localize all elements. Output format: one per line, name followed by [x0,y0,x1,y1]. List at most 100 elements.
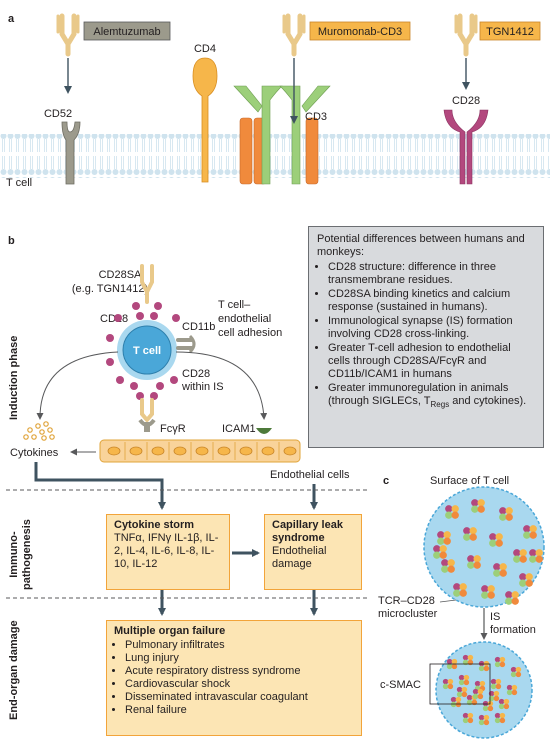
microcluster-dot [483,665,490,672]
microcluster-dot [505,507,513,515]
microcluster-dot [525,573,533,581]
microcluster-dot [499,569,507,577]
muromonab-tag [309,21,411,41]
microcluster-dot [478,665,485,672]
microcluster-dot [499,507,507,515]
note-title: Potential differences between humans and… [317,233,525,258]
cd28-b-label: CD28 [100,313,128,325]
adhesion-label-3: cell adhesion [218,327,282,339]
microcluster-dot [483,714,490,721]
phase-induction-label: Induction phase [8,335,20,420]
microcluster-dot [495,539,503,547]
microcluster-dot [523,525,531,533]
multiple-organ-failure-box: Multiple organ failure Pulmonary infiltr… [106,620,362,736]
microcluster-dot [456,686,463,693]
arrow-to-cytokines [36,351,119,420]
microcluster-dot [511,591,519,599]
microcluster-dot [463,679,470,686]
microcluster-dot [463,533,471,541]
microcluster-dot [490,683,497,690]
microcluster-dot [477,499,485,507]
microcluster-dot [459,589,467,597]
microcluster-dot [471,505,479,513]
microcluster-dot [467,561,475,569]
tcell-surface-before [423,486,545,608]
microcluster-dot [477,505,485,513]
cd11b-label: CD11b [182,321,215,333]
microcluster-dot [513,555,521,563]
panel-b-label: b [8,235,15,247]
mof-title: Multiple organ failure [114,625,226,637]
microcluster-dot [490,678,497,685]
microcluster-dot [474,680,481,687]
microcluster-dot [443,537,451,545]
tgn1412-tag [479,21,541,41]
microcluster-dot [495,533,503,541]
microcluster-dot [443,531,451,539]
microcluster-dot [529,555,537,563]
microcluster-dot [445,505,453,513]
mof-item: Cardiovascular shock [125,678,354,691]
cd28-label: CD28 [452,95,480,107]
microcluster-dot [499,712,506,719]
microcluster-dot [510,666,517,673]
cytokine-particles [23,421,55,441]
microcluster-dot [498,703,505,710]
microcluster-dot [493,563,501,571]
microcluster-dot [458,679,465,686]
cd4-label: CD4 [194,43,216,55]
mof-item: Pulmonary infiltrates [125,639,354,652]
alemtuzumab-antibody [56,13,80,94]
microcluster-dot [494,717,501,724]
microcluster-dot [487,585,495,593]
cd28-is-label-2: within IS [181,381,224,393]
cytokine-storm-box: Cytokine storm TNFα, IFNγ IL-1β, IL-2, I… [106,514,230,590]
is-label-1: IS [490,611,500,623]
cd52-receptor [61,121,81,185]
microcluster-dot [478,660,485,667]
microcluster-dot [467,712,474,719]
note-list: CD28 structure: difference in three tran… [317,261,535,411]
microcluster-dot [439,551,447,559]
microcluster-dot [455,701,462,708]
microcluster-dot [433,551,441,559]
microcluster-dot [511,684,518,691]
endothelial-label: Endothelial cells [270,469,350,481]
microcluster-dot [523,531,531,539]
microcluster-dot [529,531,537,539]
microcluster-dot [535,555,543,563]
microcluster-dot [437,531,445,539]
microcluster-dot [495,678,502,685]
csmac-label: c-SMAC [380,679,421,691]
microcluster-dot [499,661,506,668]
microcluster-dot [506,684,513,691]
microcluster-dot [446,663,453,670]
microcluster-dot [462,717,469,724]
microcluster-dot [477,688,484,695]
microcluster-dot [482,700,489,707]
microcluster-dot [515,666,522,673]
microcluster-dot [456,691,463,698]
microcluster-dot [494,661,501,668]
microcluster-dot [519,549,527,557]
microcluster-dot [506,689,513,696]
microcluster-dot [467,717,474,724]
microcluster-dot [505,591,513,599]
tcell-surface-after [435,641,533,739]
fcgr-label: FcγR [160,423,186,435]
microcluster-dot [535,549,543,557]
microcluster-dot [494,656,501,663]
microcluster-dot [499,717,506,724]
microcluster-dot [451,658,458,665]
microcluster-dot [472,688,479,695]
mof-item: Acute respiratory distress syndrome [125,665,354,678]
microcluster-dot [467,654,474,661]
cd28sa-example-label: (e.g. TGN1412) [72,283,148,295]
microcluster-dot [510,671,517,678]
species-differences-box: Potential differences between humans and… [308,226,544,448]
microcluster-dot [477,693,484,700]
storm-title: Cytokine storm [114,519,195,531]
cd3-complex [233,85,331,185]
microcluster-dot [466,694,473,701]
